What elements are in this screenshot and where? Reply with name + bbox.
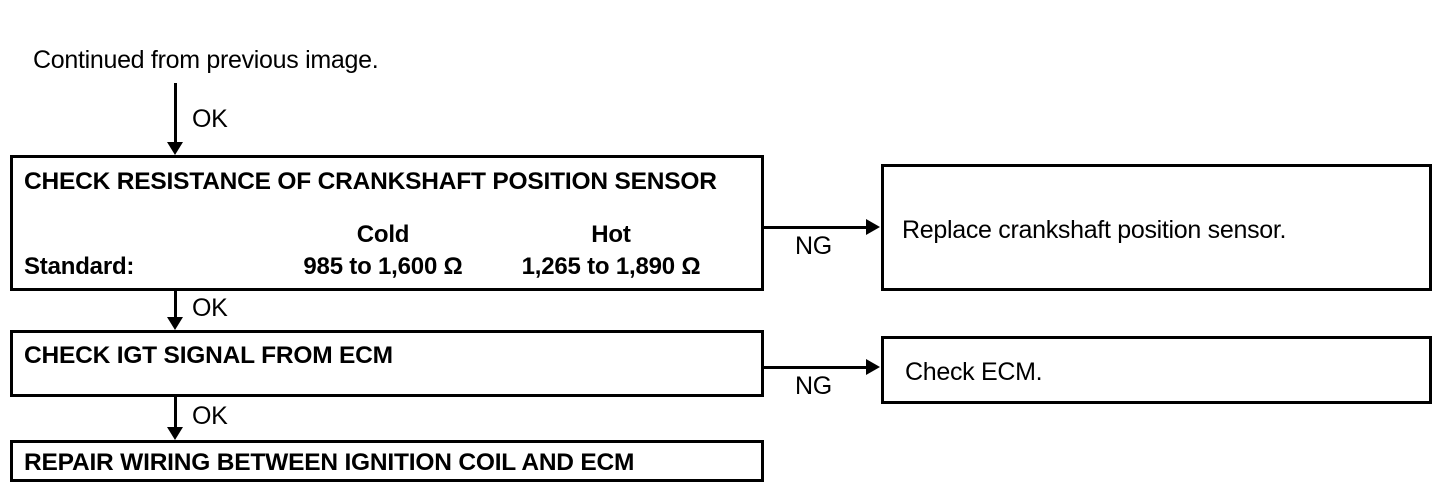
step-box-check-resistance[interactable]: CHECK RESISTANCE OF CRANKSHAFT POSITION … [10, 155, 764, 291]
edge-label-ok-to-igt: OK [192, 294, 228, 322]
edge-label-ok-to-repair: OK [192, 402, 228, 430]
connector-ng-ecm-line [764, 366, 868, 369]
outcome-box-check-ecm[interactable]: Check ECM. [881, 336, 1432, 404]
connector-ng-ecm-arrowhead [866, 359, 880, 375]
step-title-check-resistance: CHECK RESISTANCE OF CRANKSHAFT POSITION … [24, 168, 717, 195]
column-header-cold: Cold [356, 221, 410, 248]
edge-label-ng-check-ecm: NG [795, 372, 832, 400]
connector-ok-repair-arrowhead [167, 427, 183, 440]
step-box-repair-wiring[interactable]: REPAIR WIRING BETWEEN IGNITION COIL AND … [10, 440, 764, 482]
step-box-check-igt-signal[interactable]: CHECK IGT SIGNAL FROM ECM [10, 330, 764, 397]
column-header-hot: Hot [591, 221, 631, 248]
outcome-box-replace-sensor[interactable]: Replace crankshaft position sensor. [881, 164, 1432, 291]
connector-ng-sensor-line [764, 226, 868, 229]
standard-label: Standard: [24, 253, 135, 280]
connector-ok-igt-line [174, 291, 177, 319]
connector-ok-repair-line [174, 397, 177, 429]
column-value-cold: 985 to 1,600 Ω [303, 253, 463, 280]
edge-label-ng-replace-sensor: NG [795, 232, 832, 260]
step-title-repair-wiring: REPAIR WIRING BETWEEN IGNITION COIL AND … [24, 449, 635, 476]
outcome-text-replace-sensor: Replace crankshaft position sensor. [902, 216, 1287, 244]
connector-entry-arrowhead [167, 142, 183, 155]
edge-label-ok-entry: OK [192, 105, 228, 133]
connector-ok-igt-arrowhead [167, 317, 183, 330]
connector-entry-line [174, 83, 177, 143]
continued-from-note: Continued from previous image. [33, 46, 379, 74]
step-title-check-igt-signal: CHECK IGT SIGNAL FROM ECM [24, 342, 393, 369]
outcome-text-check-ecm: Check ECM. [905, 358, 1043, 386]
column-value-hot: 1,265 to 1,890 Ω [521, 253, 701, 280]
connector-ng-sensor-arrowhead [866, 219, 880, 235]
